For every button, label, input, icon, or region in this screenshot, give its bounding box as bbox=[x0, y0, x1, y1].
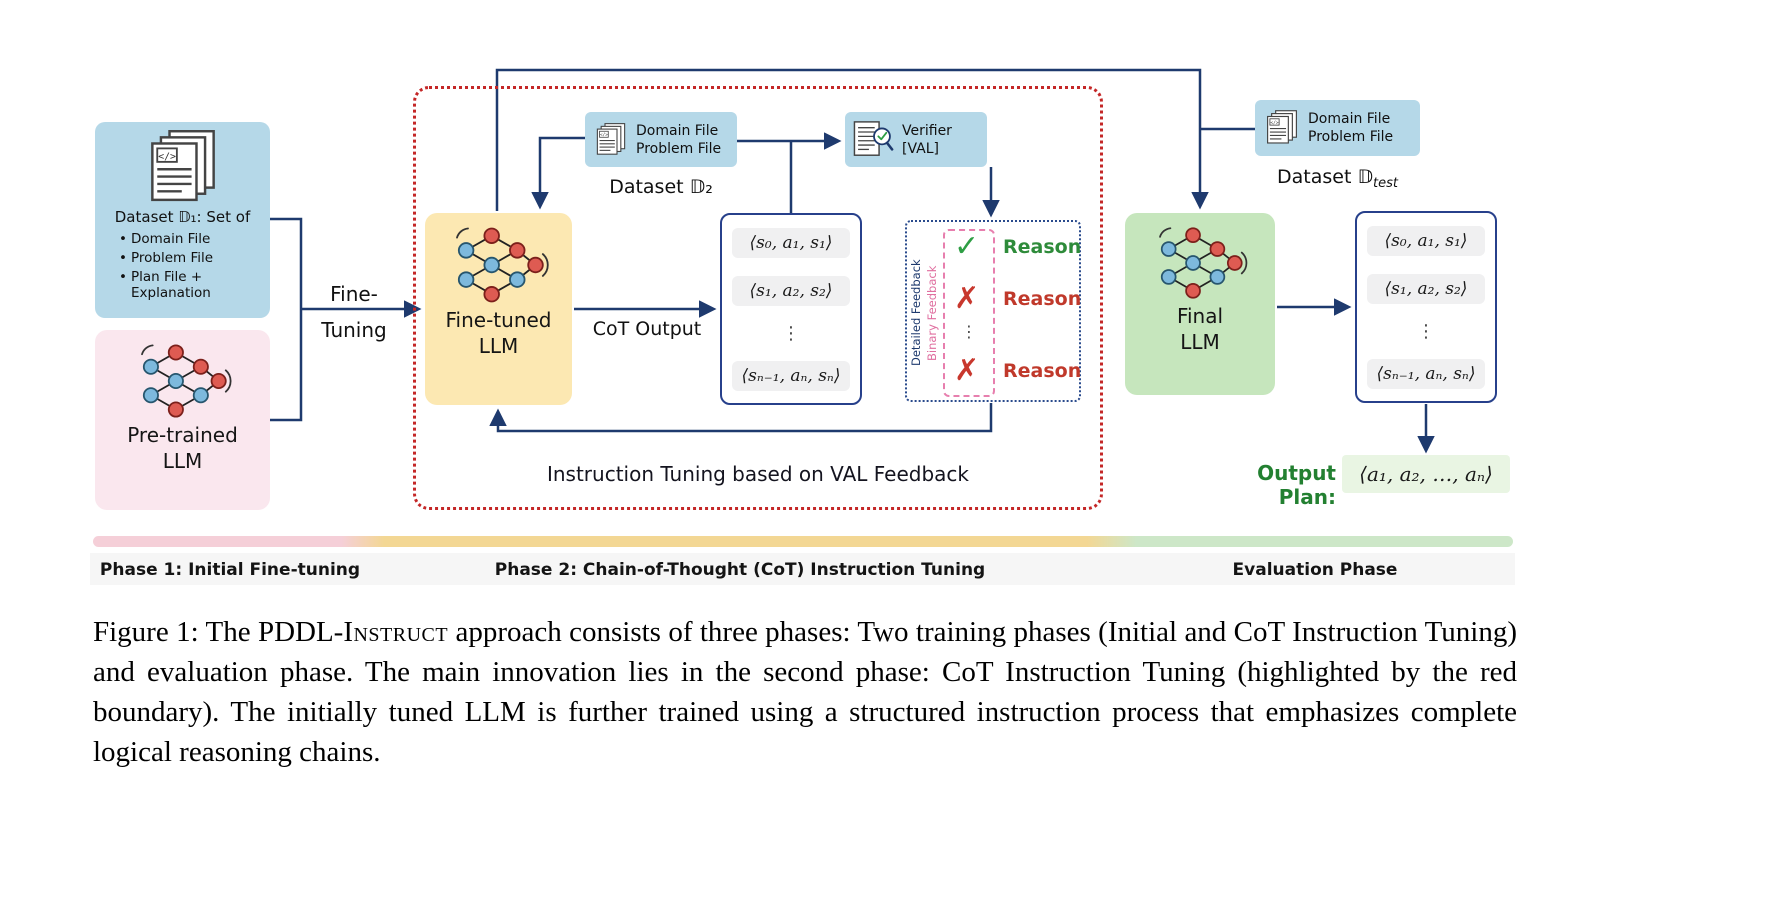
pretrained-llm-label: Pre-trained LLM bbox=[127, 423, 238, 473]
dataset-dtest-files-label: Domain File Problem File bbox=[1308, 111, 1394, 145]
dataset-d1-item: Domain File bbox=[119, 231, 264, 247]
dataset-dtest-caption: Dataset 𝔻test bbox=[1255, 166, 1420, 191]
state-tuple: ⟨s₁, a₂, s₂⟩ bbox=[1384, 279, 1468, 300]
dataset-d1-items: Domain File Problem File Plan File + Exp… bbox=[95, 226, 270, 301]
document-stack-icon bbox=[593, 122, 629, 158]
state-tuple: ⟨sₙ₋₁, aₙ, sₙ⟩ bbox=[1376, 363, 1476, 384]
fine-tuning-arrow-label: Fine- Tuning bbox=[321, 282, 387, 342]
cross-icon: ✗ bbox=[954, 281, 980, 316]
state-tuple: ⟨sₙ₋₁, aₙ, sₙ⟩ bbox=[741, 365, 841, 386]
neural-network-icon bbox=[1150, 223, 1250, 303]
neural-network-icon bbox=[133, 340, 233, 422]
verifier-box: Verifier [VAL] bbox=[845, 112, 987, 167]
phase2-red-boundary bbox=[413, 86, 1103, 510]
document-stack-icon bbox=[141, 130, 225, 206]
output-plan-value-box: ⟨a₁, a₂, …, aₙ⟩ bbox=[1342, 455, 1510, 493]
pretrained-llm-box: Pre-trained LLM bbox=[95, 330, 270, 510]
final-llm-box: Final LLM bbox=[1125, 213, 1275, 395]
phase-label-band bbox=[90, 553, 1515, 585]
val-feedback-box: Detailed Feedback Binary Feedback ✓ ✗ ⋮ … bbox=[905, 220, 1081, 402]
state-tuple: ⟨s₁, a₂, s₂⟩ bbox=[749, 281, 833, 302]
dataset-d1-box: Dataset 𝔻₁: Set of Domain File Problem F… bbox=[95, 122, 270, 318]
dataset-d1-item: Problem File bbox=[119, 250, 264, 266]
eval-states-box: ⟨s₀, a₁, s₁⟩ ⟨s₁, a₂, s₂⟩ ⋮ ⟨sₙ₋₁, aₙ, s… bbox=[1355, 211, 1497, 403]
document-stack-icon bbox=[1263, 109, 1301, 147]
check-icon: ✓ bbox=[954, 229, 980, 264]
binary-feedback-outline bbox=[943, 229, 995, 397]
finetuned-llm-label: Fine-tuned LLM bbox=[445, 308, 552, 358]
dataset-d1-title: Dataset 𝔻₁: Set of bbox=[114, 208, 251, 226]
dataset-d2-files-label: Domain File Problem File bbox=[636, 122, 722, 157]
phase3-label: Evaluation Phase bbox=[1232, 560, 1398, 580]
caption-smallcaps: Instruct bbox=[343, 616, 449, 648]
cross-icon: ✗ bbox=[954, 353, 980, 388]
state-tuple: ⟨s₀, a₁, s₁⟩ bbox=[749, 233, 833, 253]
caption-text: approach consists of three phases: Two t… bbox=[93, 616, 1517, 768]
binary-feedback-label: Binary Feedback bbox=[925, 265, 939, 361]
reason-label: Reason bbox=[1003, 288, 1082, 310]
finetuned-llm-box: Fine-tuned LLM bbox=[425, 213, 572, 405]
cot-states-box: ⟨s₀, a₁, s₁⟩ ⟨s₁, a₂, s₂⟩ ⋮ ⟨sₙ₋₁, aₙ, s… bbox=[720, 213, 862, 405]
states-ellipsis: ⋮ bbox=[1417, 320, 1435, 342]
dataset-d2-box: Domain File Problem File bbox=[585, 112, 737, 167]
neural-network-icon bbox=[447, 223, 551, 307]
reason-label: Reason bbox=[1003, 360, 1082, 382]
dataset-dtest-caption-main: Dataset 𝔻 bbox=[1277, 166, 1374, 188]
feedback-ellipsis: ⋮ bbox=[961, 322, 977, 341]
phase2-label: Phase 2: Chain-of-Thought (CoT) Instruct… bbox=[494, 560, 986, 580]
states-ellipsis: ⋮ bbox=[782, 322, 800, 344]
instruction-tuning-label: Instruction Tuning based on VAL Feedback bbox=[546, 462, 970, 486]
reason-label: Reason bbox=[1003, 236, 1082, 258]
phase1-label: Phase 1: Initial Fine-tuning bbox=[99, 560, 361, 580]
output-plan-value: ⟨a₁, a₂, …, aₙ⟩ bbox=[1359, 462, 1493, 486]
phase-color-strip bbox=[93, 536, 1513, 547]
cot-output-label: CoT Output bbox=[592, 318, 702, 340]
figure-caption: Figure 1: The PDDL-Instruct approach con… bbox=[93, 612, 1517, 772]
output-plan-label: Output Plan: bbox=[1257, 461, 1336, 509]
state-tuple: ⟨s₀, a₁, s₁⟩ bbox=[1384, 231, 1468, 251]
dataset-dtest-caption-sub: test bbox=[1373, 176, 1398, 191]
dataset-d2-caption: Dataset 𝔻₂ bbox=[609, 176, 713, 198]
dataset-d1-item: Plan File + Explanation bbox=[119, 269, 264, 301]
verifier-label: Verifier [VAL] bbox=[902, 122, 952, 157]
dataset-dtest-box: Domain File Problem File bbox=[1255, 100, 1420, 156]
verifier-magnifier-icon bbox=[853, 120, 895, 160]
detailed-feedback-label: Detailed Feedback bbox=[909, 259, 923, 367]
caption-text: Figure 1: The PDDL- bbox=[93, 616, 344, 648]
final-llm-label: Final LLM bbox=[1176, 304, 1224, 354]
